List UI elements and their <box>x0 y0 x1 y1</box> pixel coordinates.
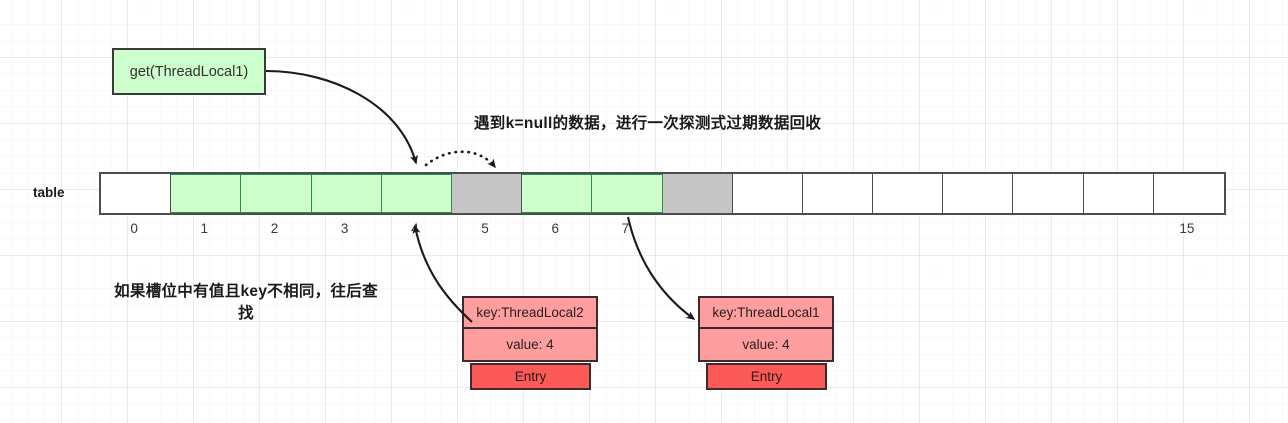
entry-key-row: key:ThreadLocal1 <box>698 296 834 329</box>
table-slot-11 <box>873 174 944 213</box>
table-index-11 <box>871 221 941 241</box>
table-index-15: 15 <box>1179 221 1195 236</box>
table-index-1: 1 <box>200 221 209 236</box>
table-slot-13 <box>1013 174 1084 213</box>
table-slot-9 <box>732 174 803 213</box>
table-index-4: 4 <box>411 221 419 236</box>
entry-value-row: value: 4 <box>462 329 598 362</box>
table-slot-10 <box>802 174 874 213</box>
table-index-2: 2 <box>270 221 279 236</box>
annotation-linear-probe: 如果槽位中有值且key不相同，往后查找 <box>114 283 378 323</box>
table-slot-1 <box>171 174 242 213</box>
table-label: table <box>33 185 65 200</box>
table-slot-5 <box>451 174 523 213</box>
entry-key-row: key:ThreadLocal2 <box>462 296 598 329</box>
table-slot-7 <box>592 174 663 213</box>
table-index-6: 6 <box>551 221 559 236</box>
table-index-7: 7 <box>621 221 630 236</box>
table-slot-6 <box>522 174 593 213</box>
entry-type-footer: Entry <box>470 363 591 390</box>
table-index-13 <box>1011 221 1081 241</box>
annotation-stale-cleanup: 遇到k=null的数据，进行一次探测式过期数据回收 <box>474 115 822 132</box>
get-call-box: get(ThreadLocal1) <box>112 48 266 95</box>
table-slot-4 <box>381 174 452 213</box>
table-strip <box>99 172 1226 215</box>
table-slot-8 <box>662 174 733 213</box>
table-index-14 <box>1082 221 1152 241</box>
table-index-3: 3 <box>340 221 349 236</box>
table-slot-14 <box>1083 174 1154 213</box>
table-index-0: 0 <box>130 221 138 236</box>
table-slot-3 <box>311 174 382 213</box>
table-slot-12 <box>943 174 1014 213</box>
entry-value-row: value: 4 <box>698 329 834 362</box>
table-index-12 <box>941 221 1011 241</box>
entry-card-threadlocal2: key:ThreadLocal2 value: 4 Entry <box>462 296 598 390</box>
entry-type-footer: Entry <box>706 363 827 390</box>
edge-probe-slot4-to-slot5 <box>424 150 497 169</box>
get-call-label: get(ThreadLocal1) <box>129 63 249 80</box>
table-slot-0 <box>101 174 172 213</box>
table-index-9 <box>731 221 801 241</box>
entry-card-threadlocal1: key:ThreadLocal1 value: 4 Entry <box>698 296 834 390</box>
table-slot-2 <box>241 174 312 213</box>
table-index-5: 5 <box>481 221 489 236</box>
edge-get-to-slot4 <box>265 69 418 165</box>
table-index-10 <box>801 221 871 241</box>
table-index-row: 0 1 2 3 4 5 6 7 15 <box>99 221 1222 241</box>
table-slot-15 <box>1153 174 1224 213</box>
table-index-8 <box>661 221 731 241</box>
